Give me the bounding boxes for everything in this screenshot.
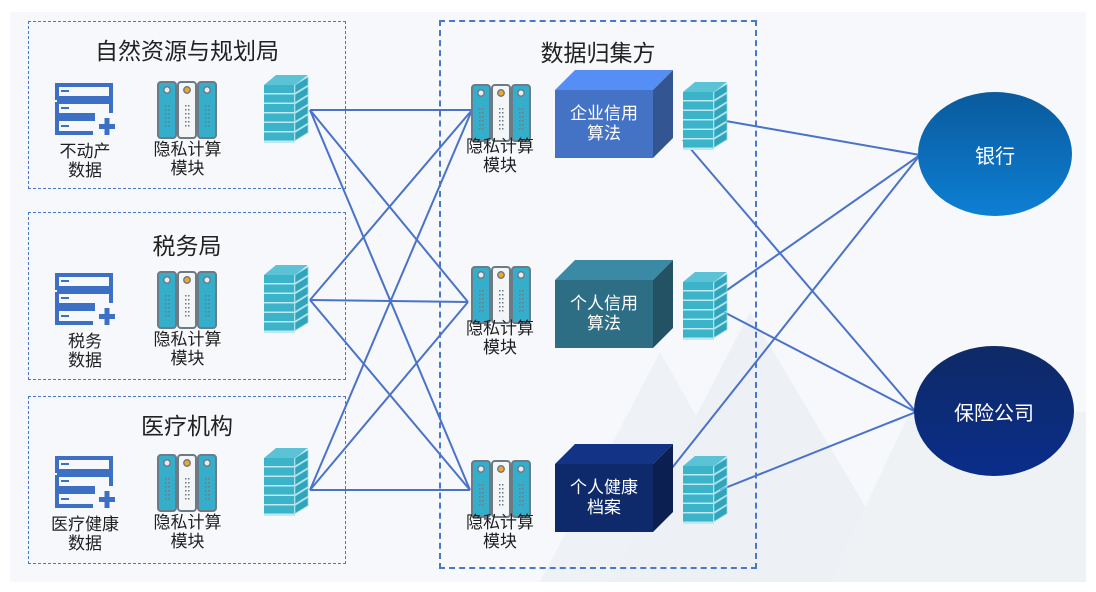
- aggregator-module-label: 隐私计算 模块: [466, 513, 534, 552]
- firewall-icon: [264, 75, 309, 143]
- source-data-label: 医疗健康 数据: [51, 515, 119, 554]
- consumer-label: 银行: [975, 143, 1015, 168]
- algorithm-cube: 个人健康 档案: [555, 444, 675, 534]
- algorithm-label: 企业信用 算法: [555, 90, 653, 158]
- firewall-icon: [683, 456, 728, 524]
- source-module-label: 隐私计算 模块: [153, 140, 222, 179]
- algorithm-cube: 个人信用 算法: [555, 260, 675, 350]
- source-module-label: 隐私计算 模块: [153, 513, 222, 552]
- group-title: 医疗机构: [141, 414, 233, 440]
- server-rack-icon: [471, 84, 531, 142]
- algorithm-label: 个人健康 档案: [555, 464, 653, 532]
- source-data-label: 不动产 数据: [59, 142, 111, 181]
- consumer-insurance: 保险公司: [914, 346, 1074, 476]
- group-title: 数据归集方: [540, 41, 656, 67]
- source-data-label: 税务 数据: [68, 332, 102, 371]
- consumer-label: 保险公司: [954, 400, 1034, 425]
- firewall-icon: [264, 265, 309, 333]
- database-plus-icon: [55, 456, 115, 508]
- server-rack-icon: [157, 454, 217, 512]
- aggregator-module-label: 隐私计算 模块: [466, 319, 534, 358]
- group-title: 自然资源与规划局: [95, 39, 279, 65]
- database-plus-icon: [55, 273, 115, 325]
- server-rack-icon: [471, 460, 531, 518]
- server-rack-icon: [157, 271, 217, 329]
- group-title: 税务局: [152, 234, 222, 260]
- source-module-label: 隐私计算 模块: [153, 330, 222, 369]
- database-plus-icon: [55, 83, 115, 135]
- aggregator-module-label: 隐私计算 模块: [466, 137, 534, 176]
- source-group-medical: 医疗机构: [28, 396, 346, 564]
- source-group-tax-bureau: 税务局: [28, 212, 346, 380]
- firewall-icon: [264, 448, 309, 516]
- source-group-natural-resources: 自然资源与规划局: [28, 21, 346, 189]
- server-rack-icon: [157, 81, 217, 139]
- algorithm-cube: 企业信用 算法: [555, 70, 675, 160]
- server-rack-icon: [471, 266, 531, 324]
- algorithm-label: 个人信用 算法: [555, 280, 653, 348]
- firewall-icon: [683, 272, 728, 340]
- consumer-bank: 银行: [918, 92, 1072, 216]
- firewall-icon: [683, 82, 728, 150]
